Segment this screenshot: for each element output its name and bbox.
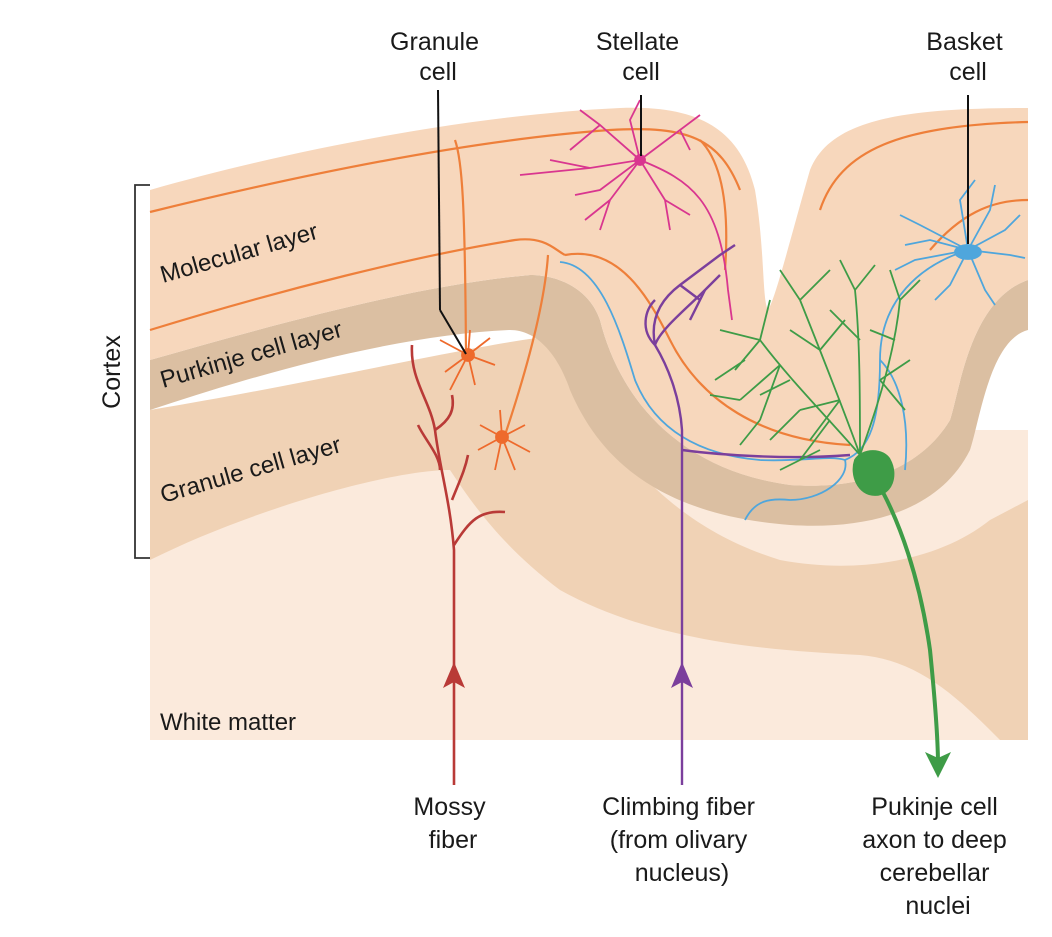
white-matter-label: White matter — [160, 709, 296, 736]
basket-cell-soma — [954, 244, 982, 260]
granule-cell-pointer-2 — [439, 309, 467, 355]
climbing-fiber-trunk — [653, 344, 684, 680]
parallel-fiber-5 — [929, 198, 1029, 251]
stellate-cell-soma — [634, 154, 646, 166]
climbing-fiber-branch-5 — [679, 284, 707, 321]
parallel-fiber-1 — [149, 128, 742, 214]
mossy-fiber-label: Mossy fiber — [413, 793, 492, 854]
purkinje-axon — [873, 476, 940, 766]
mossy-fiber-branch-1 — [434, 394, 455, 432]
climbing-fiber-arrowhead — [671, 662, 693, 688]
purkinje-dendritic-tree — [709, 259, 921, 471]
parallel-fiber-2 — [149, 238, 566, 332]
parallel-fiber-3 — [818, 120, 1029, 211]
granule-cell-label: Granule cell — [390, 28, 486, 86]
mossy-fiber-arrowhead — [443, 662, 465, 688]
purkinje-layer-region — [150, 275, 1028, 526]
molecular-layer-region — [150, 107, 1028, 486]
parallel-fiber-4 — [564, 252, 851, 447]
climbing-fiber-branch-3 — [644, 299, 656, 346]
mossy-fiber — [410, 344, 506, 785]
mossy-fiber-branch-4 — [416, 424, 442, 471]
granule-cell-2 — [477, 409, 531, 471]
climbing-fiber-label: Climbing fiber (from olivary nucleus) — [602, 793, 762, 887]
stellate-cell-label: Stellate cell — [596, 28, 686, 86]
climbing-fiber-branch-4 — [681, 448, 851, 459]
climbing-fiber — [644, 244, 851, 785]
basket-cell-label: Basket cell — [926, 28, 1009, 86]
cortex-bracket — [134, 184, 150, 559]
parallel-fibers — [149, 120, 1029, 447]
parallel-fiber-8 — [699, 139, 728, 271]
parallel-fiber-6 — [453, 139, 468, 356]
purkinje-cell-soma — [852, 450, 895, 496]
mossy-fiber-branch-2 — [452, 510, 506, 546]
granule-cell-pointer — [437, 89, 441, 311]
tissue-layers — [150, 107, 1028, 740]
purkinje-cell — [709, 259, 940, 766]
granule-cells — [439, 329, 531, 471]
purkinje-axon-label: Pukinje cell axon to deep cerebellar nuc… — [862, 793, 1014, 920]
parallel-fiber-7 — [503, 254, 550, 436]
mossy-fiber-trunk — [410, 344, 456, 680]
granule-cell-2-soma — [495, 430, 509, 444]
cortex-label: Cortex — [98, 335, 126, 409]
granule-cell-1 — [439, 329, 496, 391]
mossy-fiber-branch-3 — [450, 454, 470, 501]
granule-layer-region — [150, 335, 1028, 740]
climbing-fiber-branch-1 — [652, 244, 736, 346]
purkinje-axon-arrowhead — [925, 752, 951, 778]
